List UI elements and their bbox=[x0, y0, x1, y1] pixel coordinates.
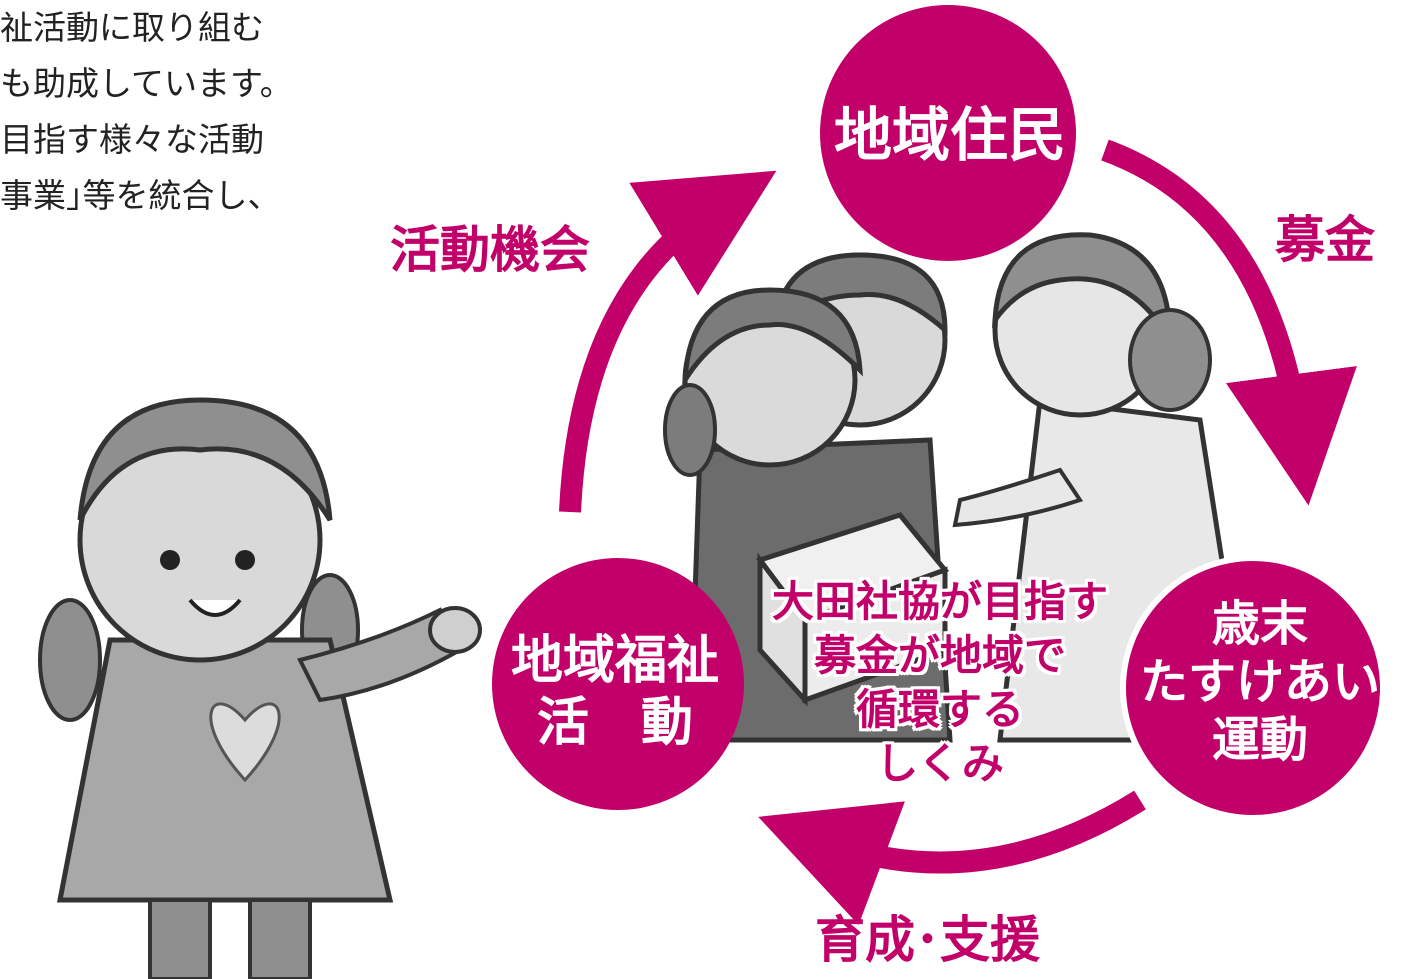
intro-line: も助成しています。 bbox=[0, 64, 293, 103]
edge-label-support: 育成･支援 bbox=[815, 911, 1040, 969]
node-residents bbox=[820, 5, 1076, 261]
node-label-text: 運動 bbox=[1211, 712, 1308, 768]
arrow-donation bbox=[1101, 139, 1357, 506]
center-caption-line: 大田社協が目指す bbox=[771, 577, 1108, 626]
center-caption-line: 循環する bbox=[855, 685, 1024, 734]
arrow-support bbox=[758, 790, 1146, 925]
node-label-text: 地域福祉 bbox=[510, 631, 719, 691]
node-label-text: 歳末 bbox=[1211, 596, 1308, 652]
edge-label-activity: 活動機会 bbox=[390, 221, 590, 279]
node-mutualaid-label: 歳末 たすけあい 運動 bbox=[1140, 595, 1380, 769]
center-caption: 大田社協が目指す 募金が地域で 循環する しくみ bbox=[740, 575, 1140, 791]
arrow-activity bbox=[559, 170, 777, 513]
node-welfare-activity bbox=[492, 558, 744, 810]
edge-label-donation: 募金 bbox=[1275, 211, 1375, 269]
intro-line: 事業｣等を統合し、 bbox=[0, 176, 281, 215]
cycle-arrows bbox=[559, 139, 1357, 925]
node-yearend-mutualaid bbox=[1120, 555, 1386, 821]
intro-line: 目指す様々な活動 bbox=[0, 120, 264, 159]
center-caption-line: しくみ bbox=[876, 739, 1004, 788]
node-label-text: 地域住民 bbox=[833, 101, 1066, 169]
node-label-text: 活 動 bbox=[536, 693, 693, 753]
girl-illustration bbox=[38, 397, 482, 979]
node-label-text: たすけあい bbox=[1140, 654, 1381, 710]
node-welfare-label: 地域福祉 活 動 bbox=[485, 630, 745, 754]
node-residents-label: 地域住民 bbox=[825, 102, 1075, 168]
intro-line: 祉活動に取り組む bbox=[0, 8, 264, 47]
intro-text: 祉活動に取り組む も助成しています。 目指す様々な活動 事業｣等を統合し、 bbox=[0, 0, 300, 224]
donation-illustration bbox=[663, 232, 1253, 743]
center-caption-line: 募金が地域で bbox=[813, 631, 1066, 680]
